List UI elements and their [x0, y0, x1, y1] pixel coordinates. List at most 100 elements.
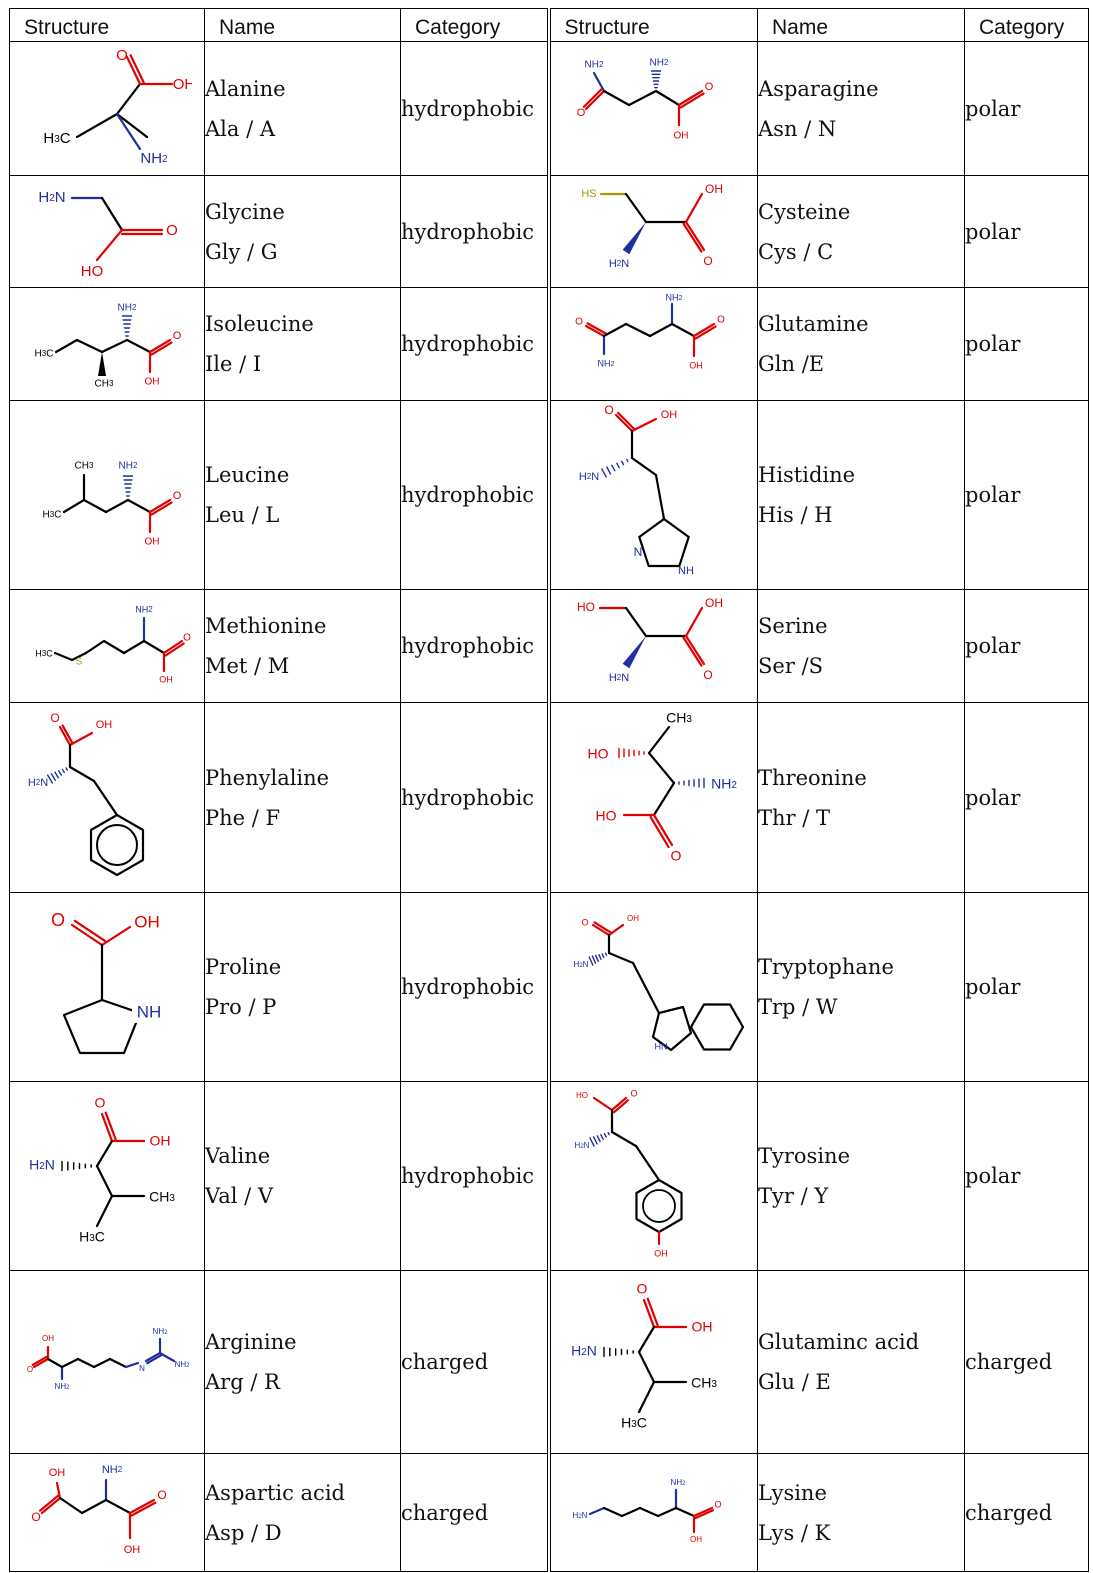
- category-cell: polar: [964, 892, 1089, 1082]
- amino-acid-name: Glycine: [205, 199, 285, 224]
- svg-text:H3C: H3C: [621, 1415, 647, 1431]
- svg-text:O: O: [51, 909, 65, 929]
- header-category-left: Category: [400, 8, 549, 42]
- svg-text:OH: OH: [159, 674, 173, 684]
- svg-text:OH: OH: [145, 377, 160, 388]
- svg-text:HO: HO: [595, 808, 616, 824]
- amino-acid-name: Cysteine: [758, 199, 851, 224]
- svg-text:OH: OH: [673, 131, 688, 142]
- header-structure-left: Structure: [9, 8, 205, 42]
- amino-acid-code: Cys / C: [758, 239, 834, 264]
- amino-acid-name: Threonine: [758, 765, 867, 790]
- amino-acid-name: Asparagine: [758, 76, 879, 101]
- category-cell: hydrophobic: [400, 400, 549, 590]
- svg-text:O: O: [582, 917, 589, 927]
- svg-text:HN: HN: [655, 1041, 668, 1051]
- category-cell: polar: [964, 589, 1089, 703]
- svg-text:OH: OH: [49, 1466, 66, 1478]
- svg-text:OH: OH: [654, 1248, 668, 1258]
- svg-text:OH: OH: [42, 1334, 54, 1343]
- svg-text:NH2: NH2: [118, 303, 137, 314]
- svg-text:O: O: [630, 1088, 637, 1098]
- svg-text:OH: OH: [145, 537, 160, 548]
- svg-text:HO: HO: [81, 262, 104, 279]
- svg-text:O: O: [704, 81, 713, 93]
- svg-text:OH: OH: [690, 1535, 702, 1544]
- amino-acid-code: Thr / T: [758, 805, 831, 830]
- category-cell: hydrophobic: [400, 287, 549, 401]
- amino-acid-name: Methionine: [205, 614, 327, 638]
- amino-acid-code: Lys / K: [758, 1520, 831, 1545]
- svg-text:H3C: H3C: [35, 349, 54, 360]
- category-cell: hydrophobic: [400, 702, 549, 893]
- svg-text:O: O: [717, 315, 725, 326]
- svg-text:CH3: CH3: [149, 1189, 175, 1205]
- amino-acid-code: Phe / F: [205, 805, 281, 830]
- svg-text:H2N: H2N: [574, 1141, 589, 1150]
- amino-acid-name: Phenylaline: [205, 765, 330, 790]
- svg-text:H3C: H3C: [43, 510, 62, 521]
- svg-text:NH2: NH2: [119, 461, 138, 472]
- svg-text:O: O: [95, 1095, 106, 1111]
- svg-text:H2N: H2N: [29, 1157, 55, 1173]
- amino-acid-code: Pro / P: [205, 995, 277, 1019]
- svg-text:H2N: H2N: [571, 1343, 597, 1359]
- svg-text:H3C: H3C: [79, 1229, 105, 1245]
- amino-acid-code: Met / M: [205, 654, 290, 678]
- svg-text:NH2: NH2: [55, 1382, 71, 1391]
- svg-text:O: O: [604, 403, 613, 417]
- svg-text:O: O: [703, 668, 712, 682]
- category-cell: hydrophobic: [400, 589, 549, 703]
- amino-acid-name: Proline: [205, 955, 282, 979]
- svg-text:OH: OH: [705, 596, 723, 610]
- svg-text:OH: OH: [661, 408, 678, 420]
- svg-text:H2N: H2N: [28, 777, 48, 789]
- svg-text:H2N: H2N: [38, 188, 65, 205]
- svg-text:NH2: NH2: [153, 1327, 169, 1336]
- header-category-right: Category: [964, 8, 1089, 42]
- svg-text:H2N: H2N: [609, 257, 629, 269]
- svg-text:O: O: [27, 1365, 33, 1374]
- amino-acid-code: Glu / E: [758, 1370, 831, 1394]
- svg-text:H2N: H2N: [572, 1511, 587, 1520]
- svg-text:NH2: NH2: [597, 358, 614, 368]
- header-row: Structure Name Category Structure Name C…: [9, 8, 1089, 42]
- svg-text:CH3: CH3: [75, 461, 94, 472]
- svg-text:O: O: [116, 49, 128, 64]
- amino-acid-code: Ala / A: [205, 116, 276, 141]
- svg-text:HO: HO: [587, 746, 608, 762]
- svg-text:NH2: NH2: [711, 776, 737, 792]
- category-cell: polar: [964, 400, 1089, 590]
- svg-text:O: O: [157, 1488, 166, 1502]
- amino-acid-name: Alanine: [205, 76, 286, 101]
- amino-acid-name: Serine: [758, 614, 828, 638]
- svg-text:S: S: [76, 657, 83, 668]
- amino-acid-code: Asp / D: [205, 1520, 282, 1545]
- svg-text:OH: OH: [134, 912, 160, 931]
- svg-text:OH: OH: [627, 914, 639, 923]
